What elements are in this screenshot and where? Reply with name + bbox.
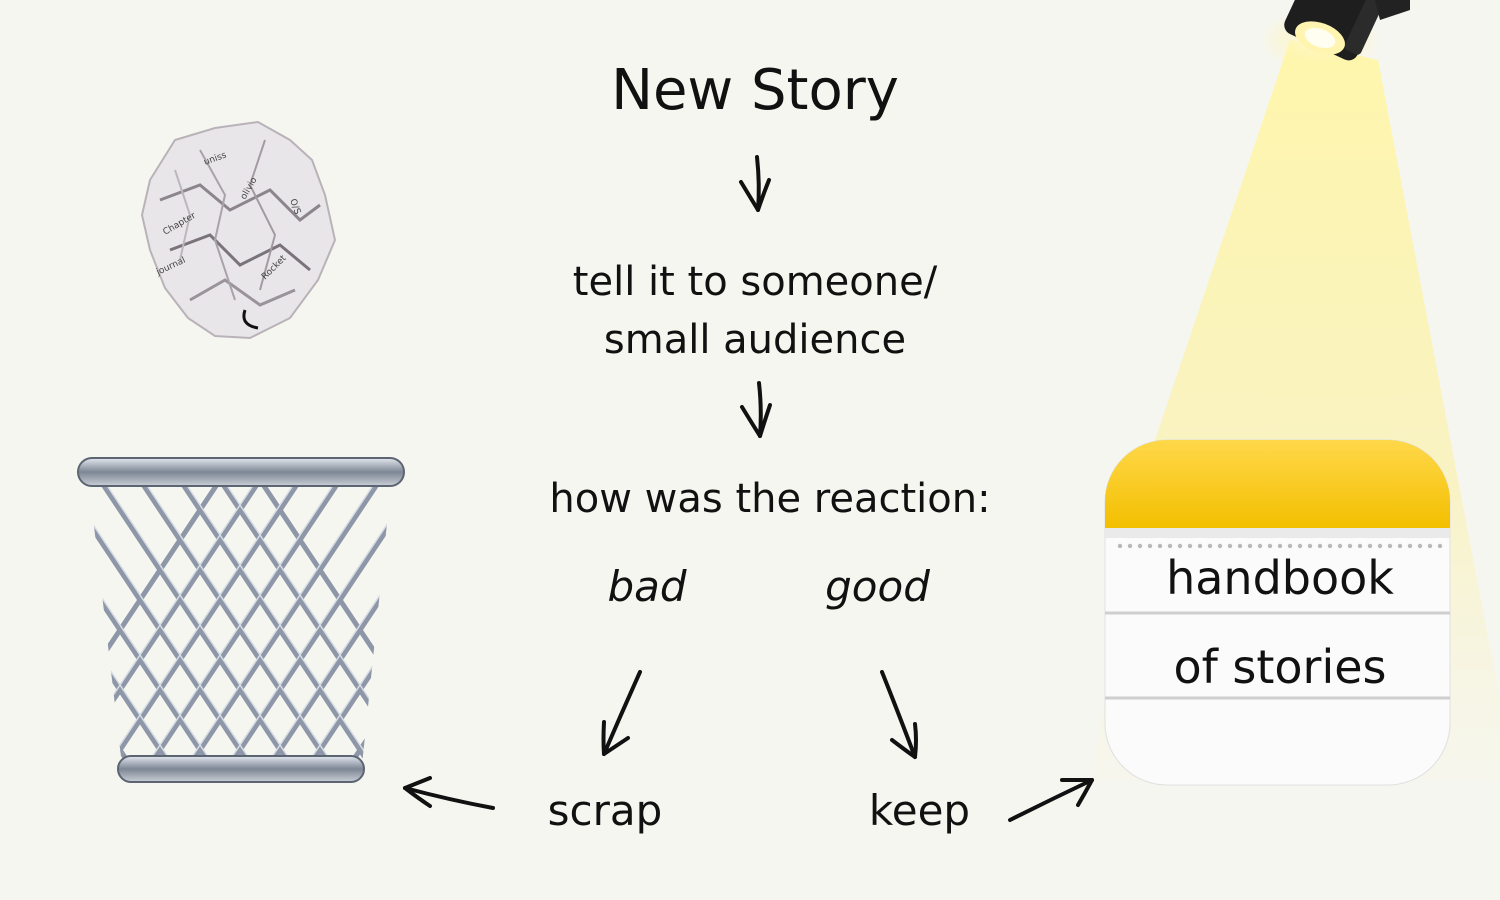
- label-scrap: scrap: [540, 786, 670, 835]
- flow-title: New Story: [600, 58, 910, 123]
- wire-wastebasket-icon: [0, 458, 540, 782]
- arrow-keep-to-notes: [1010, 780, 1092, 820]
- step-tell-someone: tell it to someone/ small audience: [540, 253, 970, 369]
- label-keep: keep: [862, 786, 977, 835]
- notes-app-icon: [1105, 440, 1450, 785]
- arrow-scrap-to-basket: [405, 778, 493, 808]
- arrow-bad-to-scrap: [604, 672, 641, 754]
- crumpled-paper-icon: uniss olivio Chapter Rocket O/S journal: [142, 122, 335, 338]
- label-bad: bad: [592, 562, 702, 611]
- step-tell-line1: tell it to someone/: [540, 253, 970, 311]
- arrow-title-to-tell: [741, 157, 769, 210]
- step-reaction: how was the reaction:: [530, 476, 1010, 522]
- arrow-good-to-keep: [882, 672, 916, 757]
- step-tell-line2: small audience: [540, 311, 970, 369]
- label-good: good: [810, 562, 945, 611]
- arrow-tell-to-reaction: [742, 383, 770, 436]
- notes-line-handbook: handbook: [1115, 551, 1445, 605]
- notes-line-of-stories: of stories: [1115, 640, 1445, 694]
